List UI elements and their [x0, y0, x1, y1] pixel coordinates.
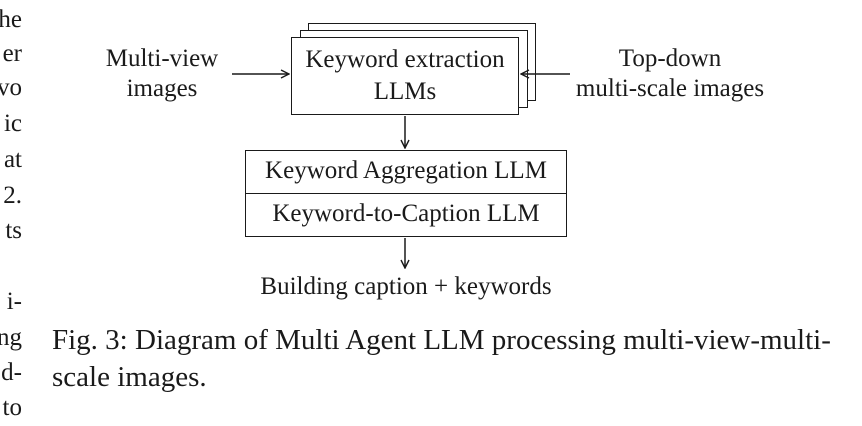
figure-caption: Fig. 3: Diagram of Multi Agent LLM proce… — [52, 322, 842, 396]
text-fragment: er — [2, 40, 22, 67]
input-label-multi-view: Multi-view images — [92, 44, 232, 104]
text-fragment: ic — [3, 110, 22, 137]
input-label-line: Multi-view — [105, 45, 219, 72]
input-label-top-down: Top-down multi-scale images — [560, 44, 780, 104]
text-fragment: he — [0, 6, 22, 33]
input-label-line: Top-down — [618, 45, 722, 72]
aggregation-box-label: Keyword Aggregation LLM — [265, 157, 547, 184]
aggregation-caption-box: Keyword Aggregation LLM Keyword-to-Capti… — [245, 150, 567, 237]
text-fragment: ts — [5, 217, 22, 244]
text-fragment: vo — [0, 74, 22, 101]
left-column-fragment: he er vo ic at 2. ts i- ng d- to — [0, 0, 22, 426]
box-label: LLMs — [373, 78, 437, 105]
output-label: Building caption + keywords — [260, 273, 552, 300]
text-fragment: i- — [6, 288, 22, 315]
caption-box-label: Keyword-to-Caption LLM — [272, 200, 540, 227]
text-fragment: at — [3, 146, 22, 173]
box-divider — [246, 193, 566, 194]
text-fragment: ng — [0, 324, 22, 351]
input-label-line: multi-scale images — [575, 75, 765, 102]
text-fragment: d- — [1, 359, 22, 386]
box-label: Keyword extraction — [305, 46, 505, 73]
figure-caption-text: Diagram of Multi Agent LLM processing mu… — [52, 324, 831, 393]
figure-caption-label: Fig. 3: — [52, 324, 128, 356]
keyword-extraction-box: Keyword extraction LLMs — [291, 37, 519, 115]
text-fragment: 2. — [3, 182, 22, 209]
text-fragment: to — [2, 394, 22, 421]
input-label-line: images — [126, 75, 198, 102]
